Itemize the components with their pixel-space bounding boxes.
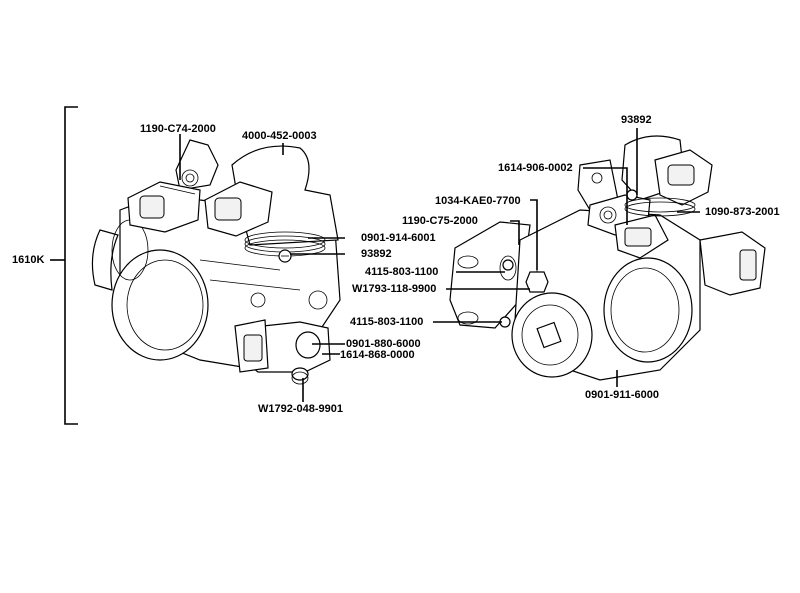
callout-1614-906-0002: 1614-906-0002 [498,162,573,174]
callout-w1793-118-9900: W1793-118-9900 [352,283,437,295]
assembly-label: 1610K [12,254,45,266]
callout-1190-c74-2000: 1190-C74-2000 [140,123,216,135]
callout-1614-868-0000: 1614-868-0000 [340,349,415,361]
callout-4115-803-1100-lower: 4115-803-1100 [350,316,424,328]
callout-w1792-048-9901: W1792-048-9901 [258,403,344,415]
callout-0901-880-6000: 0901-880-6000 [346,338,421,350]
callout-0901-911-6000: 0901-911-6000 [585,389,660,401]
callout-93892-right: 93892 [621,114,652,126]
callout-4000-452-0003: 4000-452-0003 [242,130,317,142]
left-throttle-body [91,139,341,385]
callout-1190-c75-2000: 1190-C75-2000 [402,215,478,227]
callout-4115-803-1100-upper: 4115-803-1100 [365,266,439,278]
left-leader-lines [179,134,345,402]
right-leader-lines [433,128,700,387]
assembly-bracket [50,106,78,425]
callout-1034-kae0-7700: 1034-KAE0-7700 [435,195,521,207]
callout-0901-914-6001: 0901-914-6001 [361,232,436,244]
right-throttle-body [449,135,766,381]
callout-93892-left: 93892 [361,248,392,260]
callout-1090-873-2001: 1090-873-2001 [705,206,780,218]
